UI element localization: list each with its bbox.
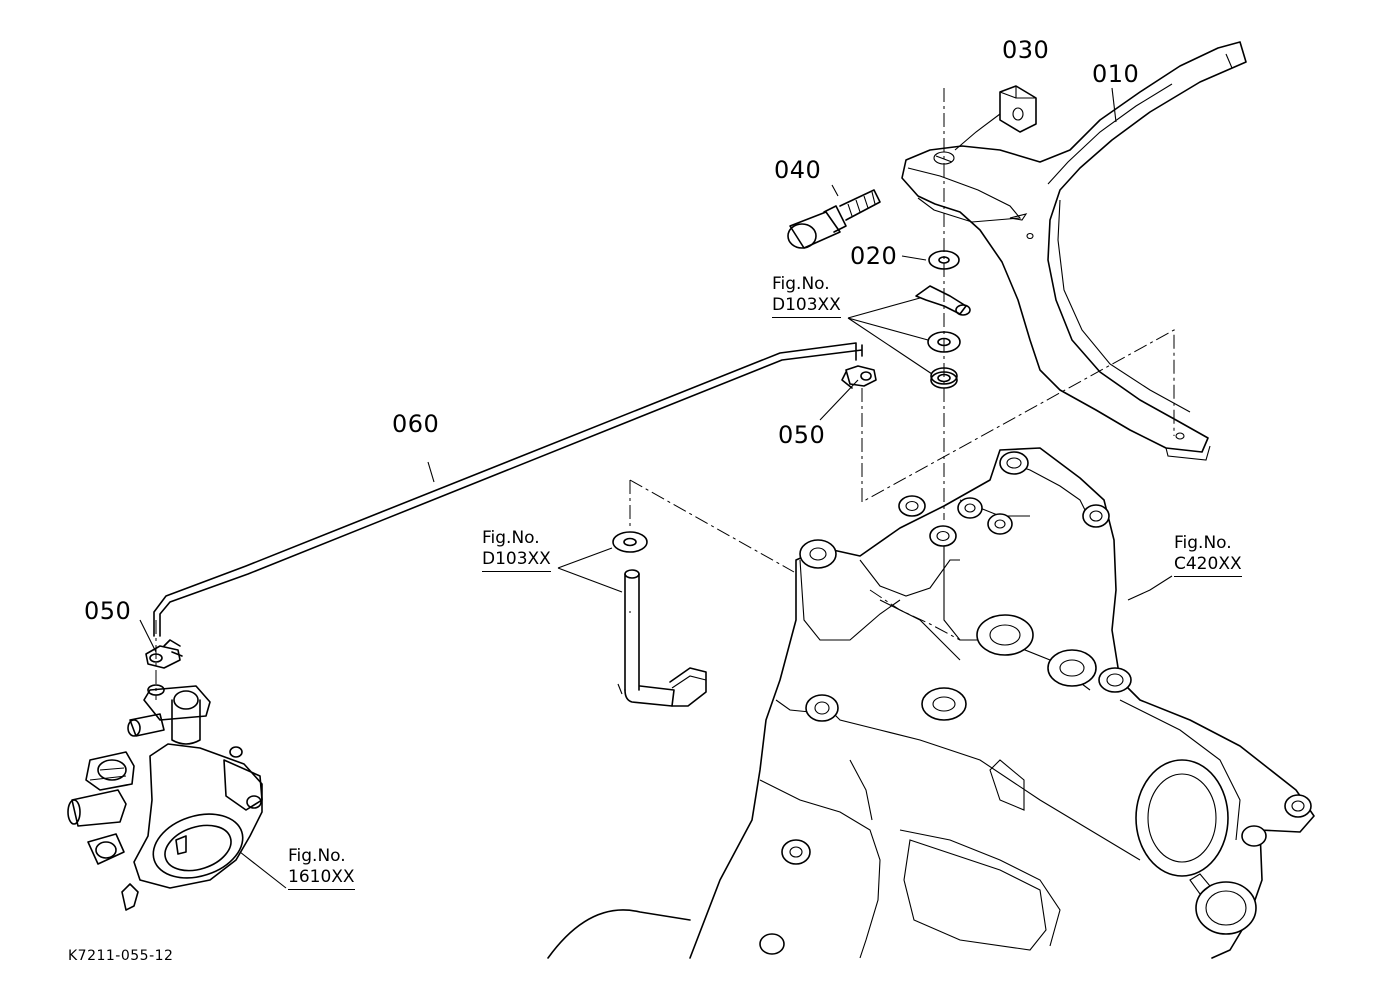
cotter-pin <box>915 285 971 316</box>
figure-ref-prefix: Fig.No. <box>288 846 346 866</box>
part-number-050-lower: 050 <box>84 597 132 625</box>
figure-ref-code: C420XX <box>1174 554 1242 577</box>
figure-ref-c420: Fig.No. C420XX <box>1174 533 1242 577</box>
leader-lines <box>139 87 1175 889</box>
transmission-case <box>547 447 1315 959</box>
throttle-body <box>67 684 263 911</box>
pin-lever <box>612 531 707 707</box>
figure-ref-d103-lower: Fig.No. D103XX <box>482 528 551 572</box>
figure-ref-prefix: Fig.No. <box>1174 533 1232 553</box>
figure-ref-prefix: Fig.No. <box>482 528 540 548</box>
figure-ref-prefix: Fig.No. <box>772 274 830 294</box>
figure-ref-code: 1610XX <box>288 867 355 890</box>
stay-bracket-010 <box>901 41 1247 461</box>
figure-ref-code: D103XX <box>482 549 551 572</box>
figure-ref-d103-upper: Fig.No. D103XX <box>772 274 841 318</box>
part-number-030: 030 <box>1002 36 1050 64</box>
part-number-010: 010 <box>1092 60 1140 88</box>
clip-050-upper <box>841 365 877 389</box>
part-number-020: 020 <box>850 242 898 270</box>
square-nut-030 <box>999 85 1037 133</box>
clip-050-lower <box>145 639 183 669</box>
part-number-040: 040 <box>774 156 822 184</box>
part-number-050-upper: 050 <box>778 421 826 449</box>
part-number-060: 060 <box>392 410 440 438</box>
figure-ref-1610: Fig.No. 1610XX <box>288 846 355 890</box>
drawing-code: K7211-055-12 <box>68 948 174 964</box>
rod-060 <box>153 342 863 637</box>
bolt-040 <box>787 189 881 249</box>
figure-ref-code: D103XX <box>772 295 841 318</box>
